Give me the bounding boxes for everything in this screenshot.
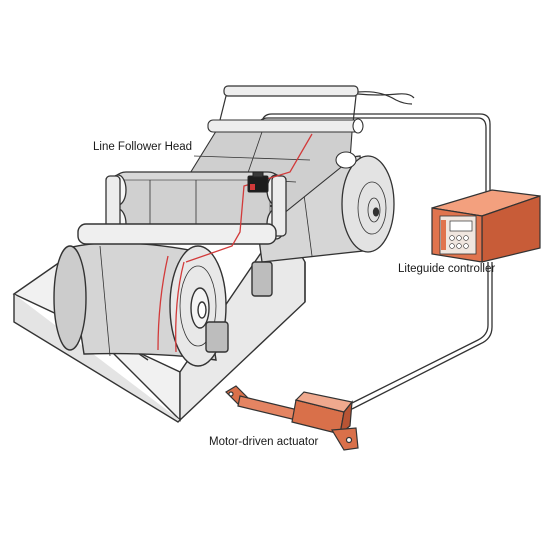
liteguide-controller [431, 189, 541, 263]
middle-rollers [105, 171, 287, 240]
liteguide-controller-label: Liteguide controller [398, 263, 496, 275]
top-tension-bar [217, 85, 415, 133]
line-follower-head [247, 171, 269, 193]
motor-actuator [225, 385, 359, 451]
motor-actuator-label: Motor-driven actuator [209, 436, 319, 448]
controller-keypad [449, 235, 469, 249]
web-edge-line [157, 133, 313, 353]
front-roll [53, 223, 277, 367]
line-follower-head-label: Line Follower Head [93, 141, 193, 153]
